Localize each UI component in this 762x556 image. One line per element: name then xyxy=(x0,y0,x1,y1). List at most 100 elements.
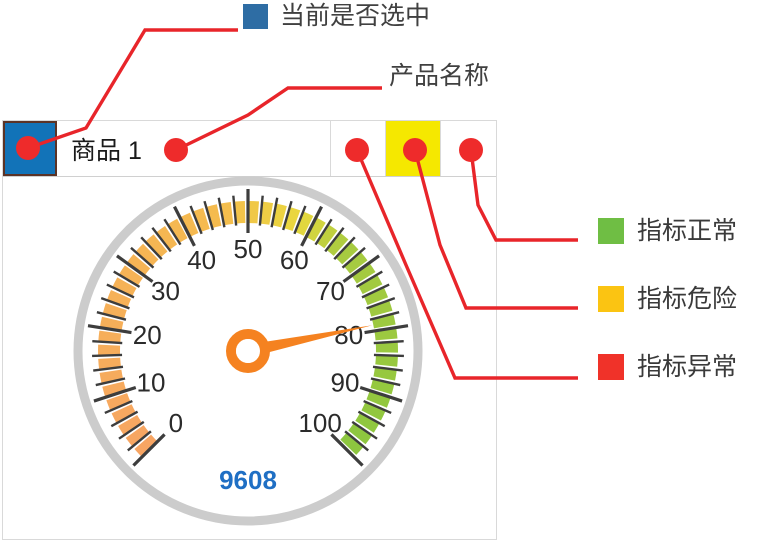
gauge-band-segment xyxy=(283,206,301,232)
gauge-minor-tick xyxy=(203,200,214,231)
gauge-major-tick xyxy=(359,385,403,403)
gauge-needle-pointer xyxy=(246,325,373,358)
gauge-minor-tick xyxy=(333,236,356,260)
product-gauge-panel: 商品 1 xyxy=(2,120,497,540)
gauge-major-tick xyxy=(115,254,154,283)
gauge-tick-label: 70 xyxy=(316,276,345,306)
gauge-band-segment xyxy=(361,401,386,421)
gauge-band-segment xyxy=(112,277,137,297)
gauge-band-segment xyxy=(348,422,373,445)
gauge-band-segment xyxy=(111,404,136,424)
gauge-needle xyxy=(226,325,373,373)
legend-danger-label: 指标危险 xyxy=(637,284,738,313)
gauge-band-segment xyxy=(306,217,326,242)
gauge-tick-label: 20 xyxy=(133,320,162,350)
gauge-major-tick xyxy=(87,324,132,335)
gauge-band-segment xyxy=(134,434,158,458)
gauge-minor-tick xyxy=(357,410,386,428)
gauge-band-segment xyxy=(98,344,121,356)
gauge-band-segment xyxy=(233,201,246,224)
gauge-minor-tick xyxy=(130,246,155,269)
gauge-tick-label: 60 xyxy=(280,245,309,275)
legend-normal-label: 指标正常 xyxy=(637,216,738,245)
gauge-tick-label: 30 xyxy=(151,276,180,306)
gauge-tick-label: 40 xyxy=(187,245,216,275)
gauge-minor-tick xyxy=(113,270,141,288)
gauge-tick-label: 0 xyxy=(169,408,183,438)
gauge-minor-tick xyxy=(93,365,124,372)
gauge-band-segment xyxy=(340,432,364,455)
legend-item-normal: 指标正常 xyxy=(598,215,737,247)
gauge-tick-label: 50 xyxy=(234,234,263,264)
gauge-major-tick xyxy=(132,433,166,467)
status-cell-normal[interactable] xyxy=(441,121,496,176)
gauge-band-segment xyxy=(366,390,391,408)
gauge-minor-tick xyxy=(351,420,378,440)
status-cell-danger[interactable] xyxy=(386,121,441,176)
gauge-minor-tick xyxy=(344,430,369,452)
gauge-minor-tick xyxy=(324,227,345,253)
gauge-band-segment xyxy=(248,201,260,224)
gauge-minor-tick xyxy=(270,197,279,228)
selection-indicator-box[interactable] xyxy=(3,121,57,176)
gauge-minor-tick xyxy=(373,353,404,358)
legend-normal-swatch-icon xyxy=(598,218,624,244)
gauge-minor-tick xyxy=(92,353,123,358)
gauge-band-segment xyxy=(192,207,210,232)
callout-selected: 当前是否选中 xyxy=(243,4,430,29)
legend-abnormal-swatch-icon xyxy=(598,354,624,380)
panel-header-row[interactable]: 商品 1 xyxy=(3,121,496,177)
gauge-minor-tick xyxy=(140,236,163,260)
gauge-band-segment xyxy=(156,226,178,250)
gauge-minor-tick xyxy=(104,399,133,415)
gauge-needle-hub xyxy=(226,329,270,373)
gauge-band-segment xyxy=(106,289,132,308)
gauge-minor-tick xyxy=(189,205,203,235)
legend-danger-swatch-icon xyxy=(598,286,624,312)
gauge-tick-label: 90 xyxy=(331,368,360,398)
legend-item-danger: 指标危险 xyxy=(598,283,737,315)
status-legend: 指标正常 指标危险 指标异常 xyxy=(598,215,737,383)
gauge-band-segment xyxy=(206,204,222,229)
gauge-band-segment xyxy=(167,218,188,243)
legend-item-abnormal: 指标异常 xyxy=(598,351,737,383)
gauge-minor-tick xyxy=(258,195,264,226)
gauge-major-tick xyxy=(330,433,364,467)
gauge-minor-tick xyxy=(100,297,130,310)
gauge-minor-tick xyxy=(127,430,152,452)
gauge-minor-tick xyxy=(232,195,238,226)
gauge-band-segment xyxy=(106,393,131,411)
gauge-band-segment xyxy=(316,224,338,249)
gauge-band-segment xyxy=(126,254,151,276)
status-cell-abnormal[interactable] xyxy=(331,121,386,176)
gauge-band-segment xyxy=(295,211,314,236)
gauge-minor-tick xyxy=(217,197,226,228)
gauge-tick-label: 10 xyxy=(137,368,166,398)
product-name-cell[interactable]: 商品 1 xyxy=(57,121,331,176)
gauge-band-segment xyxy=(355,412,380,433)
gauge-minor-tick xyxy=(282,200,293,231)
gauge-minor-tick xyxy=(96,311,127,321)
gauge-major-tick xyxy=(93,385,137,403)
gauge-band-segment xyxy=(102,381,127,398)
gauge-value-label: 9608 xyxy=(219,465,277,495)
gauge-minor-tick xyxy=(106,283,135,299)
gauge-minor-tick xyxy=(314,218,333,246)
gauge-minor-tick xyxy=(163,218,182,246)
gauge-tick-label: 100 xyxy=(298,408,341,438)
product-name-text: 商品 1 xyxy=(71,136,142,165)
gauge-minor-tick xyxy=(373,340,404,345)
gauge-minor-tick xyxy=(118,420,145,440)
gauge-minor-tick xyxy=(92,340,123,345)
gauge-band-segment xyxy=(326,232,349,256)
gauge-band-segment xyxy=(145,234,168,258)
callout-selected-label: 当前是否选中 xyxy=(280,2,431,30)
gauge-major-tick xyxy=(300,205,323,247)
gauge-needle-hub-hole xyxy=(236,339,260,363)
gauge-band-segment xyxy=(335,241,359,265)
gauge-minor-tick xyxy=(293,205,307,235)
gauge-band-segment xyxy=(125,425,150,447)
